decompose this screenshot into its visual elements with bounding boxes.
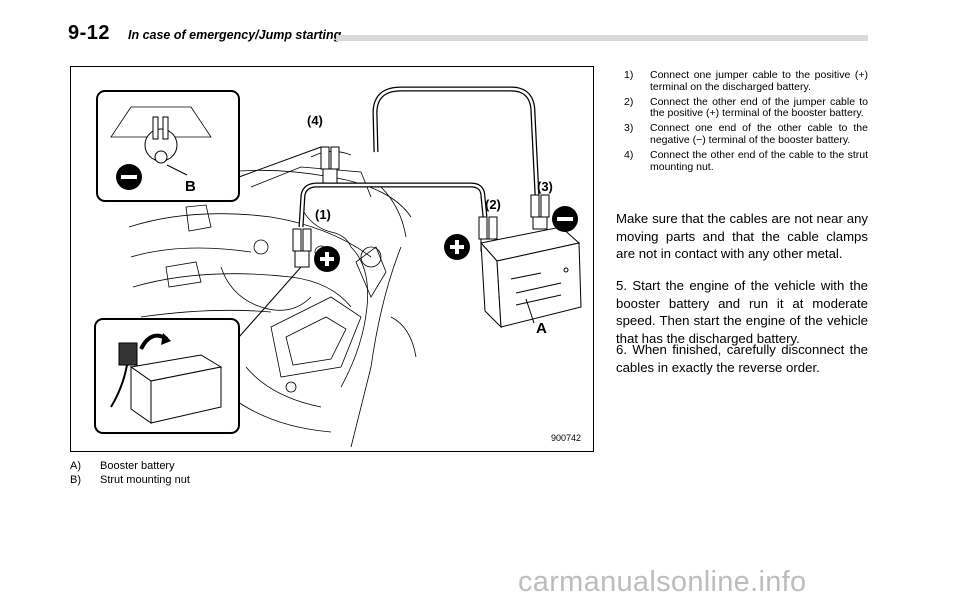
step-number: 3) xyxy=(624,122,634,135)
legend-item: A) Booster battery xyxy=(70,459,190,473)
figure-legend: A) Booster battery B) Strut mounting nut xyxy=(70,459,190,487)
step-number: 2) xyxy=(624,95,634,108)
label-a: A xyxy=(536,320,547,337)
plus-icon xyxy=(444,234,470,260)
connection-steps: 1) Connect one jumper cable to the posit… xyxy=(624,69,868,176)
step-text: Connect one end of the other cable to th… xyxy=(650,122,868,146)
minus-icon xyxy=(116,164,142,190)
label-4: (4) xyxy=(307,113,323,128)
legend-key: A) xyxy=(70,460,81,472)
step-6-paragraph: 6. When finished, carefully disconnect t… xyxy=(616,342,868,375)
step-item: 2) Connect the other end of the jumper c… xyxy=(624,95,868,121)
warning-paragraph: Make sure that the cables are not near a… xyxy=(616,211,868,261)
step-item: 3) Connect one end of the other cable to… xyxy=(624,122,868,147)
legend-text: Booster battery xyxy=(100,460,175,472)
step-text: Connect the other end of the cable to th… xyxy=(650,148,868,173)
watermark-url: carmanualsonline.info xyxy=(518,566,807,598)
label-1: (1) xyxy=(315,207,331,222)
step-item: 1) Connect one jumper cable to the posit… xyxy=(624,69,868,94)
jump-start-illustration: B A (4) (1) (2) (3) 900742 xyxy=(70,66,594,452)
page-number: 9-12 xyxy=(68,22,111,44)
label-2: (2) xyxy=(485,197,501,212)
minus-icon xyxy=(552,206,578,232)
step-text: Connect one jumper cable to the positive… xyxy=(650,69,868,93)
clamp-1 xyxy=(292,228,312,268)
clamp-3 xyxy=(530,194,550,230)
step-text: Connect the other end of the jumper cabl… xyxy=(650,95,868,120)
legend-text: Strut mounting nut xyxy=(100,474,190,486)
plus-icon xyxy=(314,246,340,272)
label-3: (3) xyxy=(537,179,553,194)
clamp-4 xyxy=(320,146,340,184)
cable-4-3 xyxy=(372,86,540,196)
inset-strut xyxy=(96,90,322,202)
cable-4-3-inner xyxy=(373,87,539,196)
figure-code: 900742 xyxy=(550,433,581,443)
cable-1-2-inner xyxy=(299,183,487,228)
inset-discharged-battery xyxy=(94,266,302,434)
page-header: 9-12 In case of emergency/Jump starting xyxy=(68,22,868,52)
step-number: 4) xyxy=(624,148,634,161)
step-5-paragraph: 5. Start the engine of the vehicle with … xyxy=(616,278,868,346)
step-item: 4) Connect the other end of the cable to… xyxy=(624,148,868,174)
step-number: 1) xyxy=(624,69,634,81)
leader-a xyxy=(525,298,535,324)
legend-key: B) xyxy=(70,474,81,486)
header-rule xyxy=(336,35,868,41)
legend-item: B) Strut mounting nut xyxy=(70,473,190,487)
section-title: In case of emergency/Jump starting xyxy=(128,28,342,42)
illustration-svg: B A (4) (1) (2) (3) xyxy=(94,86,582,448)
booster-battery xyxy=(480,226,582,329)
label-b: B xyxy=(185,178,196,195)
